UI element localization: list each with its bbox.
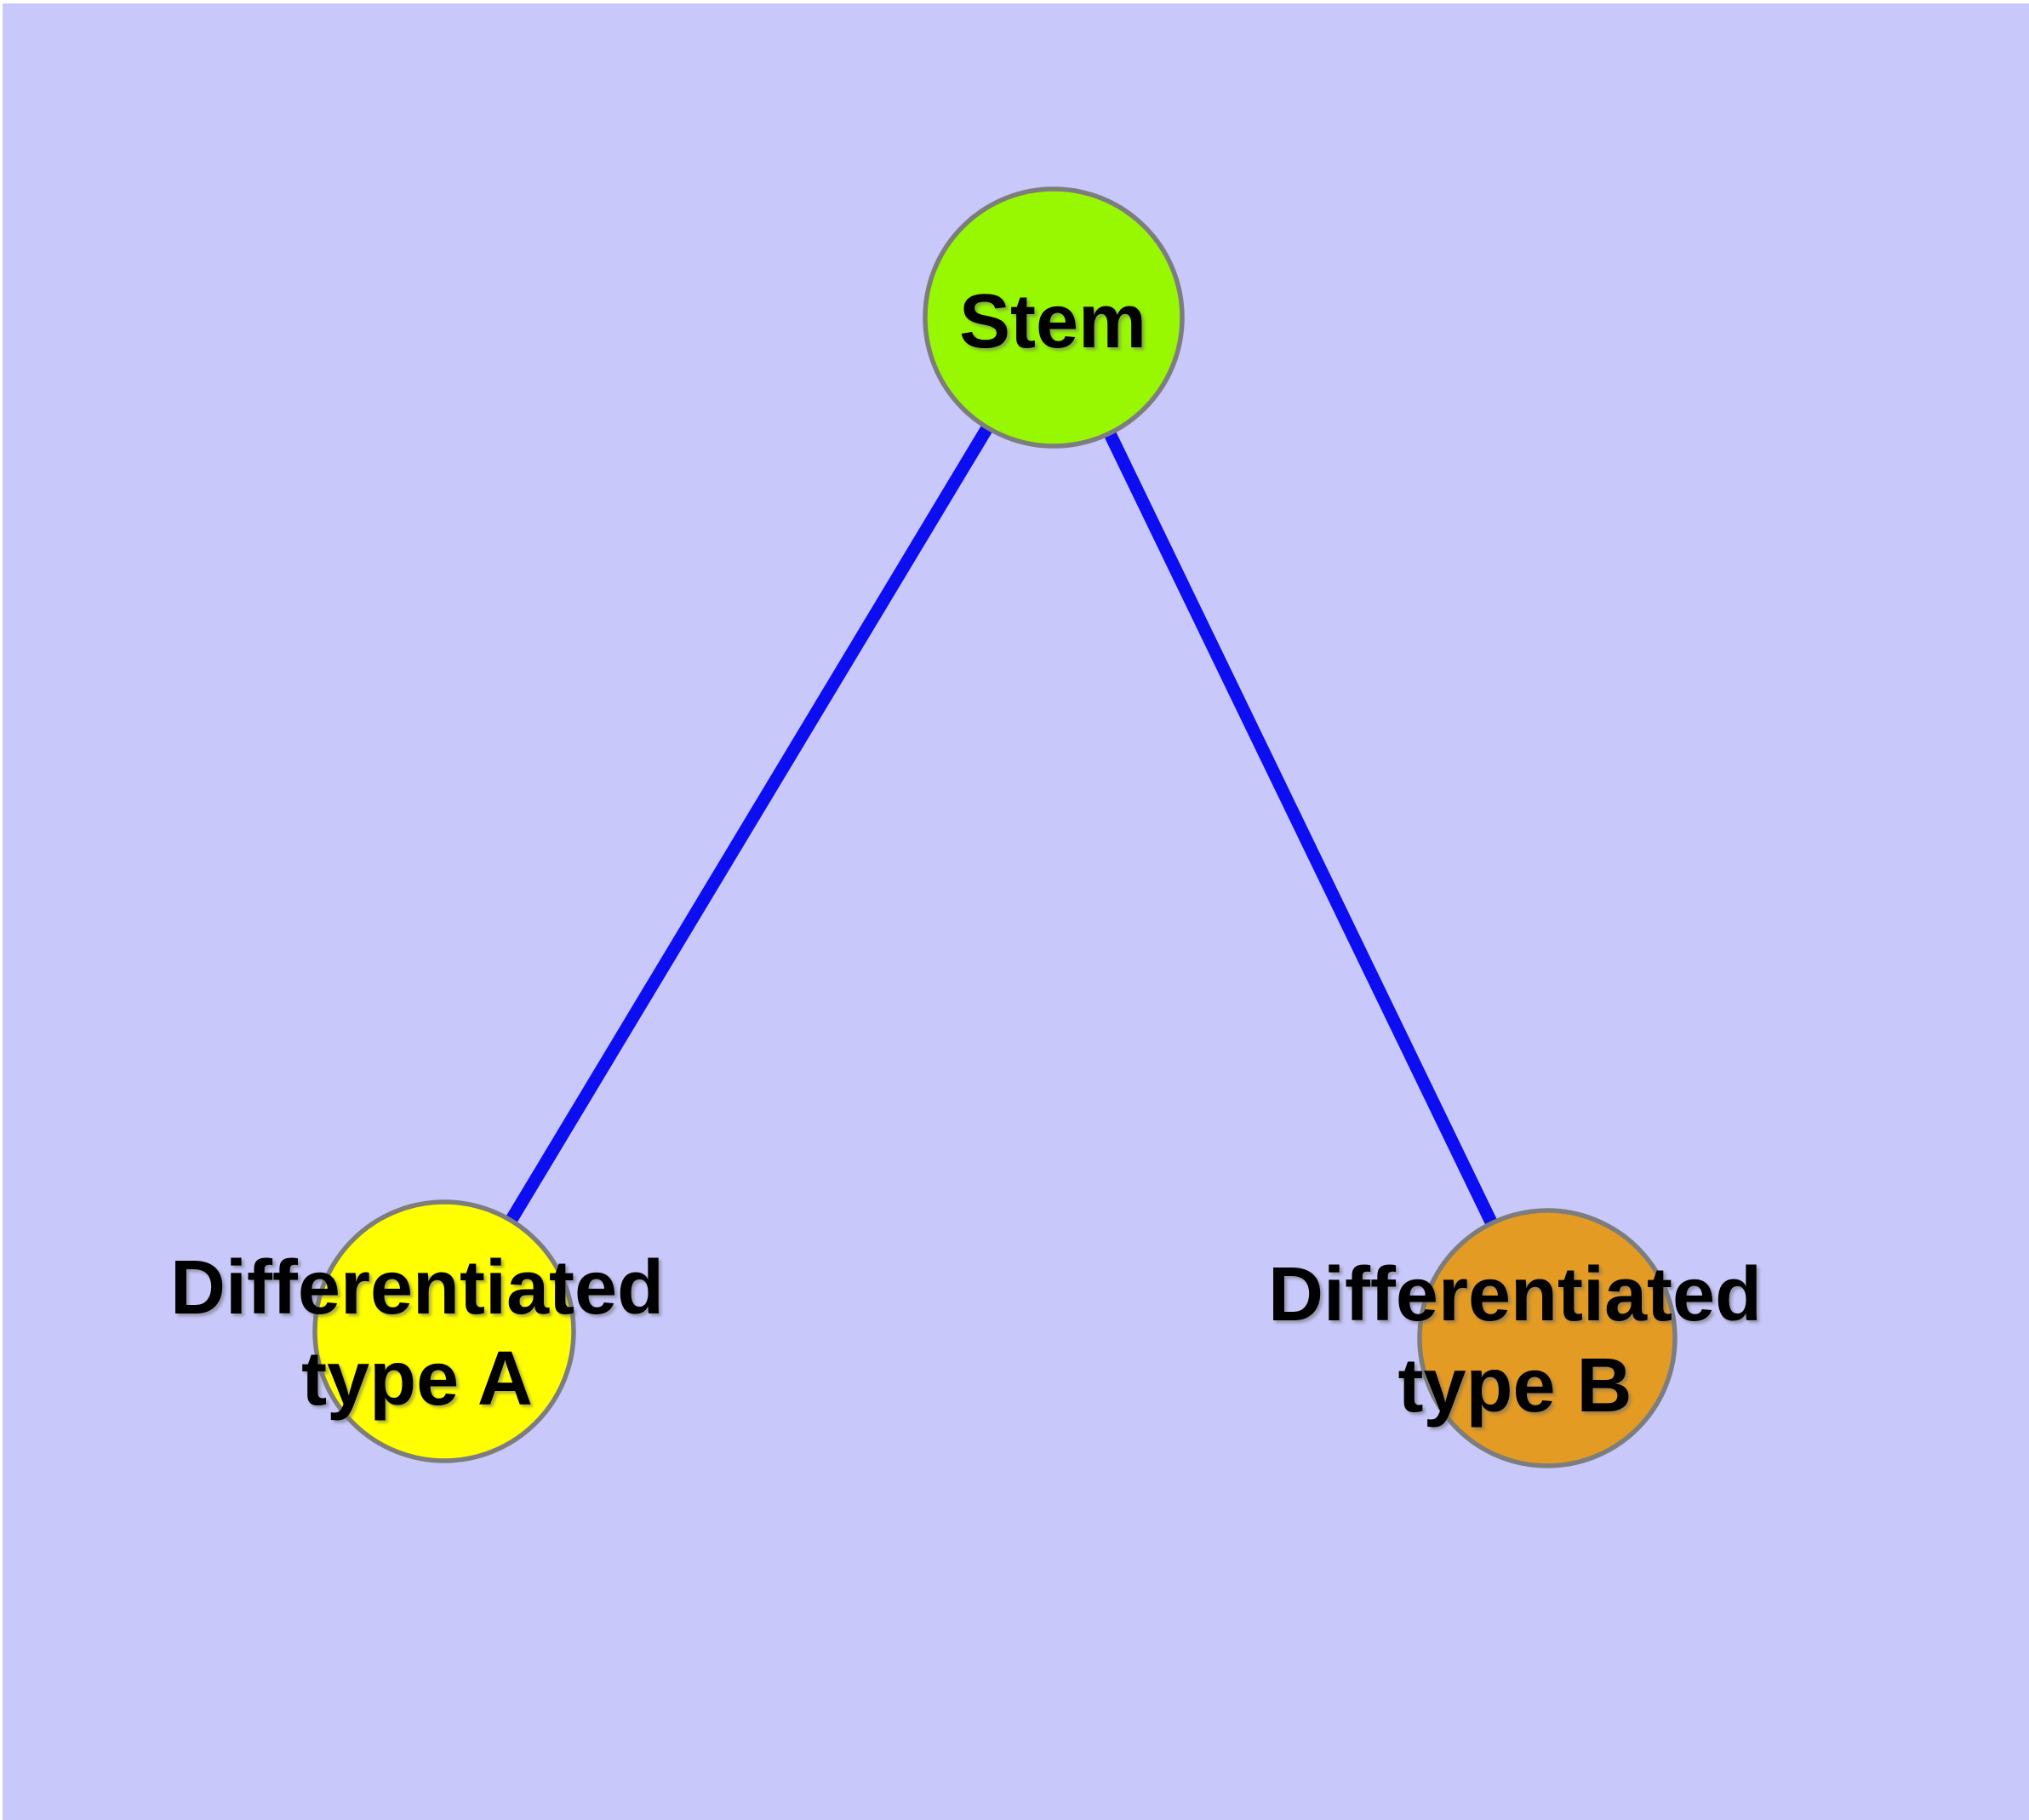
edge-stem-to-type-a[interactable]	[438, 314, 1060, 1335]
node-stem-circle[interactable]	[923, 186, 1185, 449]
node-stem-label[interactable]: Stem	[958, 279, 1147, 364]
edges	[438, 314, 1553, 1342]
node-differentiated-type-b-circle[interactable]	[1417, 1208, 1677, 1468]
label-line-2: type B	[1397, 1343, 1632, 1428]
label-line-1: Differentiated	[1267, 1252, 1763, 1337]
edge-stem-to-type-b[interactable]	[1048, 314, 1553, 1342]
label-line-1: Differentiated	[169, 1245, 665, 1331]
nodes	[312, 186, 1677, 1468]
node-differentiated-type-a-circle[interactable]	[312, 1199, 576, 1463]
label-line-2: type A	[301, 1336, 533, 1422]
node-differentiated-type-a-label[interactable]: Differentiated type A	[119, 1243, 715, 1425]
node-differentiated-type-b-label[interactable]: Differentiated type B	[1217, 1250, 1813, 1432]
